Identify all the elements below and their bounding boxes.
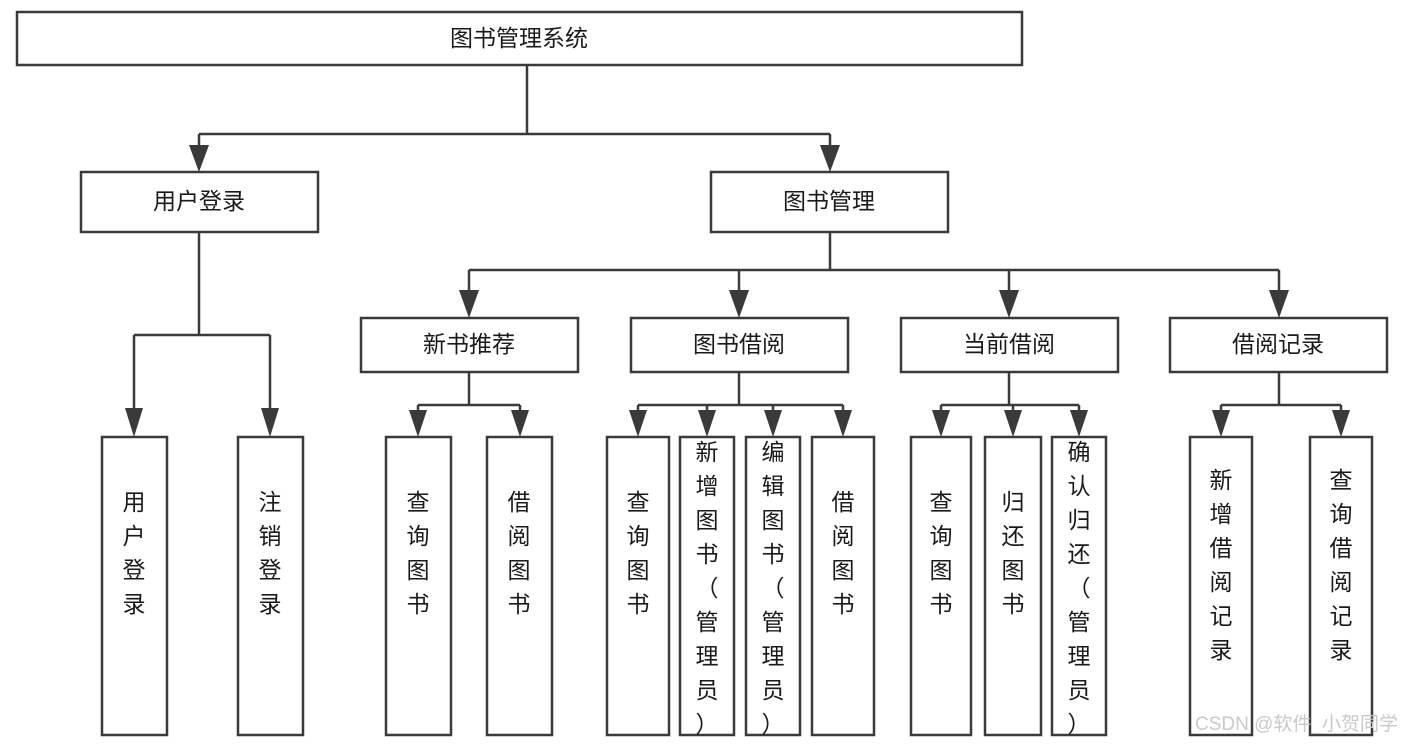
leaf-node-confirm-return-admin-label: 确认归还（管理员）	[1068, 439, 1091, 737]
leaf-node-logout[interactable]: 注销登录	[236, 435, 305, 737]
leaf-node-edit-book-admin-label: 编辑图书（管理员）	[762, 439, 785, 737]
node-root-system-box	[15, 10, 1024, 67]
leaf-node-add-borrow-record-box	[1188, 435, 1254, 737]
leaf-node-confirm-return-admin-box	[1050, 435, 1108, 737]
arrow-head-current-leaf-1	[932, 410, 950, 437]
arrow-head-current-leaf-3	[1070, 410, 1088, 437]
node-borrow-record-box	[1168, 316, 1389, 374]
leaf-node-add-borrow-record[interactable]: 新增借阅记录	[1188, 435, 1254, 737]
leaf-node-query-book-recommend[interactable]: 查询图书	[384, 435, 453, 737]
leaf-node-query-book-recommend-label: 查询图书	[407, 489, 430, 617]
leaf-node-borrow-book-recommend-label: 借阅图书	[508, 489, 531, 617]
leaf-node-borrow-book-recommend[interactable]: 借阅图书	[485, 435, 554, 737]
leaf-node-query-book-borrow-box	[605, 435, 671, 737]
arrow-head-borrow-leaf-3	[764, 410, 782, 437]
arrow-head-current-leaf-2	[1004, 410, 1022, 437]
leaf-node-borrow-book-box	[810, 435, 876, 737]
arrow-head-current-borrow	[999, 290, 1019, 318]
node-user-login-label: 用户登录	[153, 188, 245, 214]
node-root-system-label: 图书管理系统	[450, 25, 588, 51]
node-book-borrow-box	[629, 316, 850, 374]
arrow-head-leaf-logout	[261, 408, 279, 437]
leaf-node-query-book-current[interactable]: 查询图书	[909, 435, 973, 737]
node-new-book-recommend[interactable]: 新书推荐	[359, 316, 580, 374]
arrow-head-record-leaf-2	[1332, 410, 1350, 437]
leaf-node-user-login[interactable]: 用户登录	[100, 435, 169, 737]
connector-layer	[125, 65, 1350, 437]
leaf-node-borrow-book-recommend-box	[485, 435, 554, 737]
leaf-node-add-book-admin-label: 新增图书（管理员）	[696, 439, 719, 737]
node-new-book-recommend-box	[359, 316, 580, 374]
leaf-node-query-book-borrow[interactable]: 查询图书	[605, 435, 671, 737]
node-book-borrow[interactable]: 图书借阅	[629, 316, 850, 374]
leaf-node-return-book-box	[983, 435, 1043, 737]
leaf-node-edit-book-admin-box	[744, 435, 802, 737]
leaf-node-return-book[interactable]: 归还图书	[983, 435, 1043, 737]
leaf-node-borrow-book-label: 借阅图书	[832, 489, 855, 617]
leaf-node-add-book-admin[interactable]: 新增图书（管理员）	[678, 435, 736, 737]
leaf-node-user-login-box	[100, 435, 169, 737]
leaf-node-add-book-admin-box	[678, 435, 736, 737]
node-root-system[interactable]: 图书管理系统	[15, 10, 1024, 67]
node-borrow-record[interactable]: 借阅记录	[1168, 316, 1389, 374]
leaf-node-query-book-current-label: 查询图书	[930, 489, 953, 617]
leaf-node-add-borrow-record-label: 新增借阅记录	[1210, 467, 1233, 663]
leaf-node-confirm-return-admin[interactable]: 确认归还（管理员）	[1050, 435, 1108, 737]
leaf-node-query-borrow-record-label: 查询借阅记录	[1330, 467, 1353, 663]
arrow-head-borrow-leaf-2	[698, 410, 716, 437]
arrow-head-borrow-leaf-1	[629, 410, 647, 437]
node-book-management[interactable]: 图书管理	[709, 170, 950, 234]
arrow-head-user-login	[189, 145, 209, 172]
leaf-node-edit-book-admin[interactable]: 编辑图书（管理员）	[744, 435, 802, 737]
leaf-node-query-book-current-box	[909, 435, 973, 737]
arrow-head-book-borrow	[729, 290, 749, 318]
node-borrow-record-label: 借阅记录	[1232, 331, 1324, 357]
arrow-head-new-book-recommend	[459, 290, 479, 318]
csdn-watermark: CSDN @软件_小贺同学	[1195, 713, 1398, 735]
arrow-head-borrow-record	[1269, 290, 1289, 318]
node-book-management-box	[709, 170, 950, 234]
leaf-node-return-book-label: 归还图书	[1002, 489, 1025, 617]
node-user-login-box	[79, 170, 320, 234]
arrow-head-book-manage	[820, 145, 840, 172]
node-user-login[interactable]: 用户登录	[79, 170, 320, 234]
arrow-head-leaf-user-login	[125, 408, 143, 437]
leaf-node-logout-label: 注销登录	[259, 489, 282, 617]
leaf-node-query-book-borrow-label: 查询图书	[627, 489, 650, 617]
arrow-head-borrow-leaf-4	[834, 410, 852, 437]
node-book-management-label: 图书管理	[783, 188, 875, 214]
leaf-node-query-book-recommend-box	[384, 435, 453, 737]
node-current-borrow-label: 当前借阅	[963, 331, 1055, 357]
node-new-book-recommend-label: 新书推荐	[423, 331, 515, 357]
node-book-borrow-label: 图书借阅	[693, 331, 785, 357]
leaf-nodes-layer: 用户登录 注销登录 查询图书 借阅图书 查询图书 新增图书（管理员） 编辑图书（…	[100, 435, 1374, 737]
node-current-borrow[interactable]: 当前借阅	[899, 316, 1120, 374]
arrow-head-recommend-leaf-1	[409, 410, 427, 437]
leaf-node-query-borrow-record[interactable]: 查询借阅记录	[1308, 435, 1374, 737]
node-current-borrow-box	[899, 316, 1120, 374]
leaf-node-query-borrow-record-box	[1308, 435, 1374, 737]
arrow-head-record-leaf-1	[1212, 410, 1230, 437]
leaf-node-user-login-label: 用户登录	[123, 489, 146, 617]
leaf-node-logout-box	[236, 435, 305, 737]
arrow-head-recommend-leaf-2	[511, 410, 529, 437]
leaf-node-borrow-book[interactable]: 借阅图书	[810, 435, 876, 737]
